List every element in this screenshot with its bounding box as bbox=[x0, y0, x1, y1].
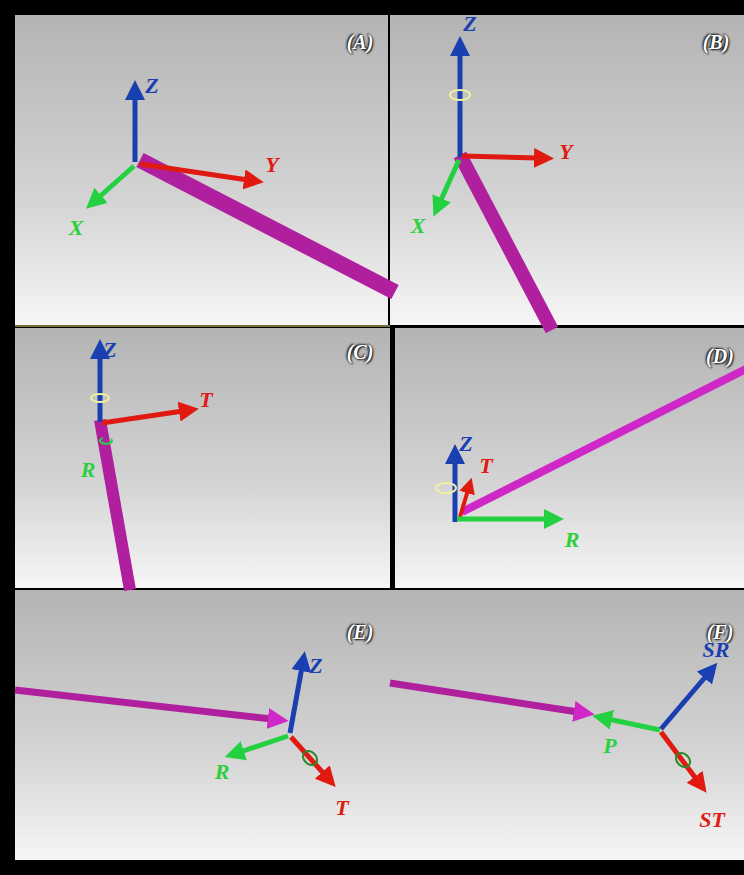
axis-label: T bbox=[199, 389, 212, 411]
axis-label: T bbox=[479, 455, 492, 477]
panel-label: (C) bbox=[347, 342, 374, 362]
axis-label: R bbox=[565, 529, 580, 551]
panel-label: (B) bbox=[703, 32, 730, 52]
axis-label: Z bbox=[145, 75, 158, 97]
axis-label: Z bbox=[309, 655, 322, 677]
axis-label: Z bbox=[103, 339, 116, 361]
axis-label: Y bbox=[559, 141, 572, 163]
axis-label: X bbox=[411, 215, 426, 237]
axis-label: Z bbox=[459, 433, 472, 455]
axis-label: ST bbox=[699, 809, 725, 831]
axis-label: Z bbox=[463, 13, 476, 35]
axis-label: R bbox=[215, 761, 230, 783]
panel-label: (A) bbox=[347, 32, 374, 52]
axis-label: P bbox=[603, 735, 616, 757]
axis-label: SR bbox=[703, 639, 730, 661]
axis-label: R bbox=[81, 459, 96, 481]
panel-label: (E) bbox=[347, 622, 374, 642]
axis-label: X bbox=[69, 217, 84, 239]
panel-label: (D) bbox=[706, 346, 734, 366]
axis-label: Y bbox=[265, 154, 278, 176]
axis-label: T bbox=[335, 797, 348, 819]
